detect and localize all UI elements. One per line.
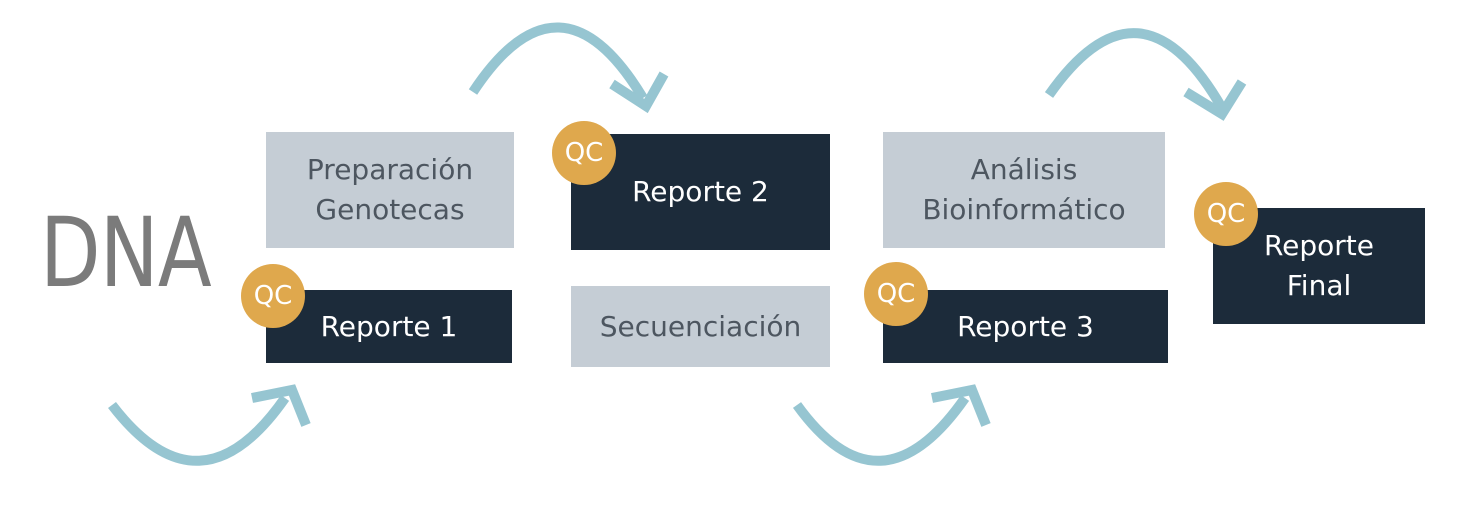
step-secuenciacion: Secuenciación xyxy=(571,286,830,367)
dna-label: DNA xyxy=(40,197,212,309)
qc-badge-reporte-3: QC xyxy=(864,262,928,326)
arrow-secuenciacion-to-reporte3 xyxy=(792,384,991,466)
qc-badge-reporte-2: QC xyxy=(552,121,616,185)
step-analisis-bioinformatico: Análisis Bioinformático xyxy=(883,132,1165,248)
arrow-analisis-to-reporte-final xyxy=(1044,28,1247,121)
reporte-1-box: Reporte 1 xyxy=(266,290,512,363)
reporte-3-box: Reporte 3 xyxy=(883,290,1168,363)
step-preparacion-genotecas: Preparación Genotecas xyxy=(266,132,514,248)
arrow-genotecas-to-reporte2 xyxy=(468,22,669,114)
qc-badge-reporte-final: QC xyxy=(1194,182,1258,246)
qc-badge-reporte-1: QC xyxy=(241,264,305,328)
arrow-dna-to-reporte1 xyxy=(108,384,311,466)
